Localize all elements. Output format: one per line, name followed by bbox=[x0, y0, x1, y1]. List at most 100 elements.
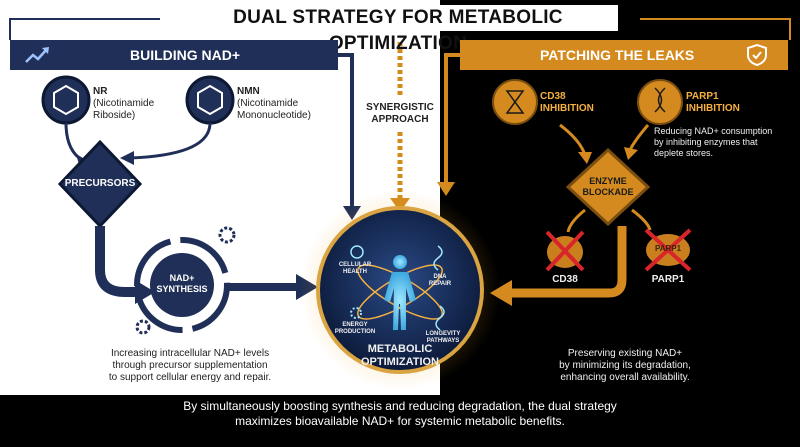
nr-line2: Riboside) bbox=[93, 110, 136, 121]
shield-icon bbox=[747, 43, 767, 67]
left-caption-line1: Increasing intracellular NAD+ levels bbox=[110, 348, 270, 359]
right-banner-arrowhead bbox=[437, 182, 455, 196]
cellular-health-line1: CELLULAR bbox=[338, 262, 372, 268]
synthesis-label: NAD+ SYNTHESIS bbox=[150, 273, 214, 295]
synthesis-to-center-arrow bbox=[228, 283, 298, 291]
enzyme-blockade-label: ENZYME BLOCKADE bbox=[574, 176, 642, 198]
nmn-line1: (Nicotinamide bbox=[237, 98, 299, 109]
note-line1: Reducing NAD+ consumption bbox=[654, 126, 773, 136]
human-figure-icon bbox=[384, 255, 416, 330]
footer-line-2: maximizes bioavailable NAD+ for systemic… bbox=[235, 414, 565, 428]
precursors-to-synthesis-path bbox=[95, 226, 140, 297]
nr-molecule-icon bbox=[41, 75, 91, 125]
parp1-inhibition-line2: INHIBITION bbox=[686, 103, 740, 114]
nmn-label: NMN (Nicotinamide Mononucleotide) bbox=[237, 86, 311, 122]
footer-line-1: By simultaneously boosting synthesis and… bbox=[183, 399, 617, 413]
right-caption: Preserving existing NAD+ by minimizing i… bbox=[530, 348, 720, 384]
blockade-line2: BLOCKADE bbox=[582, 187, 634, 197]
synergistic-line1: SYNERGISTIC bbox=[366, 102, 434, 113]
patching-leaks-label: PATCHING THE LEAKS bbox=[540, 47, 695, 63]
nmn-to-precursors-arrow bbox=[129, 122, 212, 160]
longevity-pathways-label: LONGEVITY PATHWAYS bbox=[418, 331, 468, 345]
metabolic-optimization-label: METABOLIC OPTIMIZATION bbox=[350, 343, 450, 369]
note-line3: deplete stores. bbox=[654, 148, 714, 158]
nmn-hexagon bbox=[197, 84, 223, 116]
nr-label: NR (Nicotinamide Riboside) bbox=[93, 86, 154, 122]
gear-icon bbox=[218, 226, 236, 244]
blockade-to-center-arrowhead bbox=[490, 280, 512, 306]
nr-to-precursors-arrow bbox=[64, 122, 83, 162]
longevity-pathways-line2: PATHWAYS bbox=[426, 338, 460, 344]
energy-production-label: ENERGY PRODUCTION bbox=[328, 322, 382, 336]
cellular-health-icon bbox=[350, 245, 364, 259]
nmn-molecule-icon bbox=[185, 75, 235, 125]
dna-repair-line2: REPAIR bbox=[428, 281, 452, 287]
left-caption-line3: to support cellular energy and repair. bbox=[108, 372, 272, 383]
dna-repair-label: DNA REPAIR bbox=[420, 274, 460, 288]
parp1-inhibition-line1: PARP1 bbox=[686, 91, 719, 102]
right-caption-line3: enhancing overall availability. bbox=[560, 372, 690, 383]
trend-up-icon bbox=[25, 47, 49, 63]
parp1-cross-icon bbox=[644, 228, 692, 272]
hourglass-shape bbox=[505, 90, 525, 114]
cellular-health-label: CELLULAR HEALTH bbox=[330, 262, 380, 276]
cd38-inhibition-line2: INHIBITION bbox=[540, 103, 594, 114]
reducing-consumption-note: Reducing NAD+ consumption by inhibiting … bbox=[654, 126, 772, 159]
page-title: DUAL STRATEGY FOR METABOLIC OPTIMIZATION bbox=[178, 5, 618, 54]
nr-hexagon bbox=[53, 84, 79, 116]
center-line1: METABOLIC bbox=[367, 343, 433, 355]
center-line2: OPTIMIZATION bbox=[360, 356, 439, 368]
nr-abbr: NR bbox=[93, 86, 108, 97]
dna-icon bbox=[433, 245, 443, 271]
synthesis-core bbox=[150, 253, 214, 317]
nmn-abbr: NMN bbox=[237, 86, 260, 97]
energy-gear-icon bbox=[350, 307, 362, 319]
parp1-to-blockade-arrow bbox=[628, 124, 650, 151]
cd38-label: CD38 bbox=[552, 274, 578, 285]
parp1-blob-label: PARP1 bbox=[654, 244, 682, 253]
dna-icon-right bbox=[637, 79, 683, 125]
cd38-to-blockade-arrow bbox=[559, 123, 587, 156]
enzyme-blockade-diamond bbox=[565, 147, 651, 227]
blockade-line1: ENZYME bbox=[589, 176, 627, 186]
nr-line1: (Nicotinamide bbox=[93, 98, 155, 109]
footer-text: By simultaneously boosting synthesis and… bbox=[0, 399, 800, 429]
synthesis-cycle-ring bbox=[134, 237, 230, 333]
left-banner-arrow bbox=[338, 53, 354, 210]
building-nad-banner: BUILDING NAD+ bbox=[10, 40, 338, 70]
patching-leaks-banner: PATCHING THE LEAKS bbox=[460, 40, 788, 70]
dna-shape bbox=[654, 87, 666, 113]
parp1-arrowhead bbox=[624, 147, 638, 160]
longevity-pathways-line1: LONGEVITY bbox=[425, 331, 461, 337]
right-caption-line2: by minimizing its degradation, bbox=[559, 360, 691, 371]
energy-production-line1: ENERGY bbox=[342, 322, 368, 328]
footer-band: By simultaneously boosting synthesis and… bbox=[0, 395, 800, 447]
synergistic-label: SYNERGISTIC APPROACH bbox=[358, 102, 442, 126]
parp1-inhibition-label: PARP1 INHIBITION bbox=[686, 91, 740, 115]
note-line2: by inhibiting enzymes that bbox=[654, 137, 758, 147]
gear-icon-small bbox=[135, 319, 151, 335]
left-bracket-line bbox=[9, 18, 160, 40]
left-caption: Increasing intracellular NAD+ levels thr… bbox=[80, 348, 300, 384]
parp1-label: PARP1 bbox=[651, 274, 685, 285]
precursors-label: PRECURSORS bbox=[64, 178, 136, 189]
nmn-line2: Mononucleotide) bbox=[237, 110, 311, 121]
cd38-arrowhead bbox=[578, 152, 592, 164]
right-caption-line1: Preserving existing NAD+ bbox=[567, 348, 683, 359]
dna-repair-line1: DNA bbox=[433, 274, 447, 280]
synthesis-line2: SYNTHESIS bbox=[156, 284, 208, 294]
left-caption-line2: through precursor supplementation bbox=[112, 360, 268, 371]
building-nad-label: BUILDING NAD+ bbox=[130, 47, 241, 63]
synthesis-line1: NAD+ bbox=[169, 273, 195, 283]
cd38-inhibition-label: CD38 INHIBITION bbox=[540, 91, 594, 115]
cd38-inhibition-line1: CD38 bbox=[540, 91, 566, 102]
nmn-arrowhead bbox=[120, 151, 134, 165]
cellular-health-line2: HEALTH bbox=[343, 269, 367, 275]
cd38-cross-icon bbox=[545, 230, 585, 272]
right-banner-arrow bbox=[444, 53, 460, 185]
energy-production-line2: PRODUCTION bbox=[334, 329, 376, 335]
longevity-dna-icon bbox=[435, 305, 445, 331]
blockade-to-center-path bbox=[510, 226, 627, 298]
